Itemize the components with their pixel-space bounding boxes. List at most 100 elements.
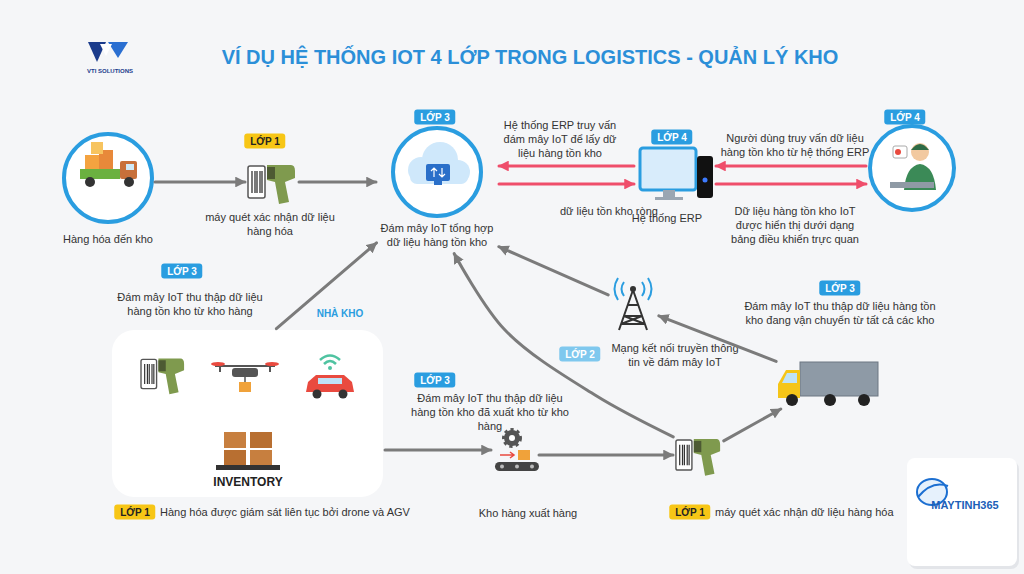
tower-top xyxy=(630,286,636,292)
flow-arrow xyxy=(385,449,491,452)
diagram-title: VÍ DỤ HỆ THỐNG IOT 4 LỚP TRONG LOGISTICS… xyxy=(100,44,960,70)
direction-mark xyxy=(500,452,514,458)
layer-badge: LỚP 2 xyxy=(559,347,600,362)
wheel xyxy=(824,394,836,406)
layer-badge: LỚP 4 xyxy=(651,130,692,145)
gear xyxy=(504,430,520,446)
chart-card xyxy=(893,146,907,158)
warehouse-box: NHÀ KHOINVENTORYLỚP 1Hàng hóa được giám … xyxy=(112,330,383,497)
chart-dot xyxy=(895,149,901,155)
monitor xyxy=(426,164,450,181)
desk xyxy=(890,182,934,188)
wifi-dot xyxy=(328,366,332,370)
company-logo-text: VTI SOLUTIONS xyxy=(87,67,133,75)
sync-arrows xyxy=(431,168,445,177)
roller xyxy=(530,465,534,469)
cloud-icon xyxy=(393,128,481,216)
flow-arrow xyxy=(724,409,781,441)
arrival-truck-icon xyxy=(64,134,152,222)
drone-body xyxy=(232,368,258,377)
scanner-node: LỚP 1máy quét xác nhận dữ liệu hàng hóa xyxy=(675,430,722,480)
flow-arrow xyxy=(716,165,866,168)
wifi-signal xyxy=(320,356,340,365)
flow-arrow xyxy=(299,181,376,184)
iot-cloud-node: LỚP 3Đám mây IoT tổng hợp dữ liệu hàng t… xyxy=(378,125,497,252)
maytinh-watermark xyxy=(907,458,1019,569)
vti-logo xyxy=(88,42,128,62)
stock-box xyxy=(224,432,246,448)
globe-orbit xyxy=(918,484,948,497)
watermark: MAYTINH365 xyxy=(931,498,998,512)
network-tower-icon xyxy=(615,278,652,330)
wheel xyxy=(313,390,322,399)
wheel xyxy=(124,177,134,187)
monitor xyxy=(640,148,696,190)
layer-badge: LỚP 1 xyxy=(669,505,710,520)
edge-label: Đám mây IoT thu thập dữ liệu hàng tồn kh… xyxy=(405,391,575,433)
wheel xyxy=(858,394,870,406)
truck-cab xyxy=(120,161,137,179)
network-tower-node: LỚP 2Mạng kết nối truyền thông tin về đá… xyxy=(610,280,657,332)
truck-bed xyxy=(80,169,120,179)
delivery-truck-node: LỚP 3Đám mây IoT thu thập dữ liệu hàng t… xyxy=(778,356,880,408)
flow-arrow xyxy=(716,183,866,186)
node-caption: Hàng hóa đến kho xyxy=(33,232,183,246)
flow-arrow xyxy=(499,183,634,186)
wheel xyxy=(339,390,348,399)
warehouse-panel xyxy=(112,330,383,497)
phone xyxy=(697,156,713,198)
node-caption: Hàng hóa được giám sát liên tục bởi dron… xyxy=(160,505,410,519)
agv-car xyxy=(306,375,354,392)
scanner-node: LỚP 1máy quét xác nhận dữ liệu hàng hóa xyxy=(247,158,297,206)
gear-hole xyxy=(509,435,515,441)
group-heading: NHÀ KHO xyxy=(317,307,364,321)
shelf-base xyxy=(216,465,280,470)
stock-box xyxy=(250,450,272,465)
scanner-icon xyxy=(676,439,720,476)
roller xyxy=(515,465,519,469)
stock-box xyxy=(250,432,272,448)
icon-circle xyxy=(870,126,954,210)
warehouse-illustration xyxy=(112,330,383,497)
cargo-box xyxy=(85,155,99,169)
icon-circle xyxy=(393,128,481,216)
monitor-stand xyxy=(663,190,675,198)
truck-cab xyxy=(778,370,800,398)
flow-arrow xyxy=(276,243,376,329)
person-hair xyxy=(911,144,929,150)
cargo-box xyxy=(91,142,103,154)
drone-arms xyxy=(215,366,275,372)
node-caption: Đám mây IoT tổng hợp dữ liệu hàng tồn kh… xyxy=(378,221,496,249)
flow-arrow xyxy=(539,454,673,457)
watermark-panel xyxy=(907,458,1017,566)
erp-node: LỚP 4Hệ thống ERP xyxy=(636,145,714,203)
inventory-label: INVENTORY xyxy=(213,475,282,489)
drone-parcel xyxy=(239,382,251,392)
layer-badge: LỚP 3 xyxy=(819,281,860,296)
conveyor-node: Kho hàng xuất hàng xyxy=(493,428,537,482)
arrival-truck-node: Hàng hóa đến kho xyxy=(63,133,153,223)
layer-badge: LỚP 4 xyxy=(884,110,925,125)
propeller xyxy=(211,362,225,366)
signal-waves xyxy=(615,278,652,300)
flow-arrow xyxy=(499,247,608,295)
scanner-icon xyxy=(248,165,295,204)
trailer xyxy=(800,362,878,396)
stock-box xyxy=(224,450,246,465)
truck-window xyxy=(126,164,134,170)
node-caption: máy quét xác nhận dữ liệu hàng hóa xyxy=(715,505,894,519)
edge-label: Đám mây IoT thu thập dữ liệu hàng tồn kh… xyxy=(110,290,270,318)
layer-badge: LỚP 3 xyxy=(414,110,455,125)
monitor-stand xyxy=(434,181,442,185)
layer-badge: LỚP 3 xyxy=(414,373,455,388)
flow-arrow xyxy=(155,181,245,184)
user-node: LỚP 4 xyxy=(868,125,956,211)
drone-line xyxy=(244,377,246,382)
wheel xyxy=(85,177,95,187)
truck-window xyxy=(782,373,797,383)
monitor-base xyxy=(655,197,683,200)
person-head xyxy=(911,143,929,161)
